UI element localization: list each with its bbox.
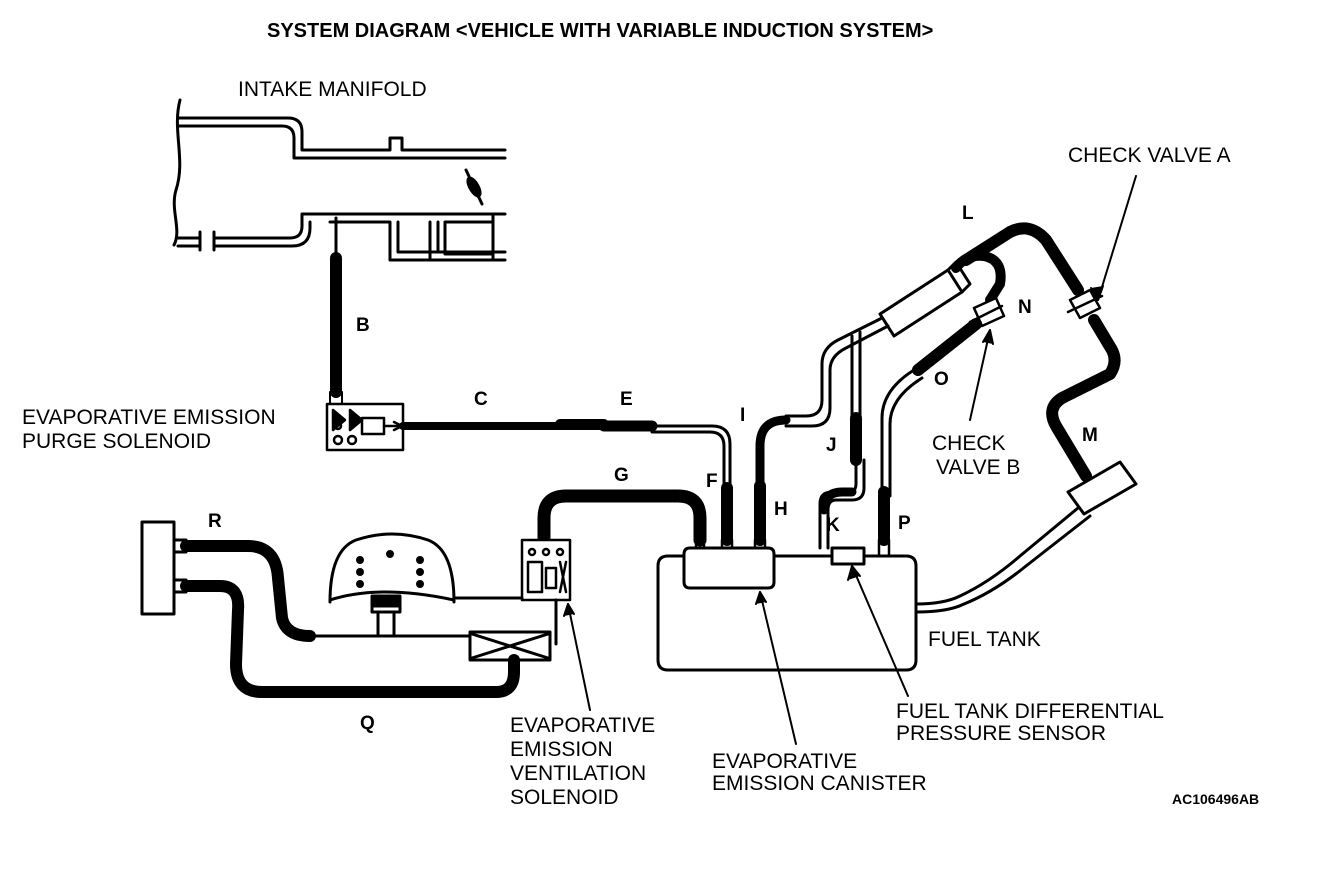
ventilation-solenoid-label-3: VENTILATION — [510, 762, 647, 785]
hose-label-q: Q — [360, 713, 375, 734]
hose-r — [180, 540, 316, 642]
hose-m — [1046, 314, 1121, 482]
purge-solenoid-label-2: PURGE SOLENOID — [22, 430, 212, 453]
canister-label-2: EMISSION CANISTER — [712, 772, 927, 795]
canister-label-1: EVAPORATIVE — [712, 750, 858, 773]
leader-lines — [563, 175, 1137, 745]
ventilation-solenoid-label-4: SOLENOID — [510, 786, 619, 809]
pressure-sensor-label-2: PRESSURE SENSOR — [896, 722, 1107, 745]
hose-label-p: P — [898, 513, 911, 534]
vent-filter — [298, 532, 472, 638]
air-filter-box — [140, 520, 188, 616]
hose-label-o: O — [934, 369, 949, 390]
filler-neck — [914, 460, 1138, 614]
hose-f — [720, 482, 734, 550]
hose-label-c: C — [474, 389, 488, 410]
hose-o — [880, 318, 982, 498]
hose-e — [598, 420, 732, 492]
vent-pipe — [454, 596, 558, 662]
hose-l — [960, 222, 1084, 296]
hose-label-h: H — [774, 499, 788, 520]
check-valve-a-label: CHECK VALVE A — [1068, 144, 1231, 167]
hose-label-b: B — [356, 315, 370, 336]
ventilation-solenoid-label-2: EMISSION — [510, 738, 613, 761]
hose-label-k: K — [826, 515, 840, 536]
diagram-title: SYSTEM DIAGRAM <VEHICLE WITH VARIABLE IN… — [267, 20, 934, 42]
hose-i — [755, 316, 890, 491]
ventilation-solenoid — [520, 538, 572, 602]
hose-k — [819, 487, 857, 515]
pressure-sensor-label-1: FUEL TANK DIFFERENTIAL — [896, 700, 1164, 723]
hose-h — [753, 480, 767, 550]
hose-q — [180, 580, 520, 698]
hose-label-r: R — [208, 511, 222, 532]
hose-label-f: F — [706, 471, 718, 492]
fuel-tank-label: FUEL TANK — [928, 628, 1041, 651]
hose-label-g: G — [614, 465, 629, 486]
hose-label-j: J — [826, 435, 837, 456]
hose-p — [877, 486, 891, 558]
figure-code: AC106496AB — [1172, 791, 1260, 807]
hose-label-n: N — [1018, 297, 1032, 318]
purge-solenoid-label-1: EVAPORATIVE EMISSION — [22, 406, 276, 429]
hose-n — [951, 250, 1006, 305]
intake-manifold — [172, 98, 507, 262]
check-valve-b-label-1: CHECK — [932, 432, 1006, 455]
hose-label-m: M — [1082, 425, 1098, 446]
hose-label-l: L — [962, 203, 974, 224]
hose-label-e: E — [620, 389, 633, 410]
purge-solenoid — [325, 402, 405, 452]
ventilation-solenoid-label-1: EVAPORATIVE — [510, 714, 656, 737]
fuel-tank-differential-pressure-sensor — [830, 546, 866, 566]
liquid-separator — [878, 260, 972, 338]
hose-label-i: I — [740, 405, 746, 426]
check-valve-b-label-2: VALVE B — [936, 456, 1021, 479]
evaporative-emission-canister — [682, 546, 776, 590]
intake-manifold-label: INTAKE MANIFOLD — [238, 78, 427, 101]
hose-b — [329, 216, 343, 405]
hose-c — [399, 419, 609, 430]
